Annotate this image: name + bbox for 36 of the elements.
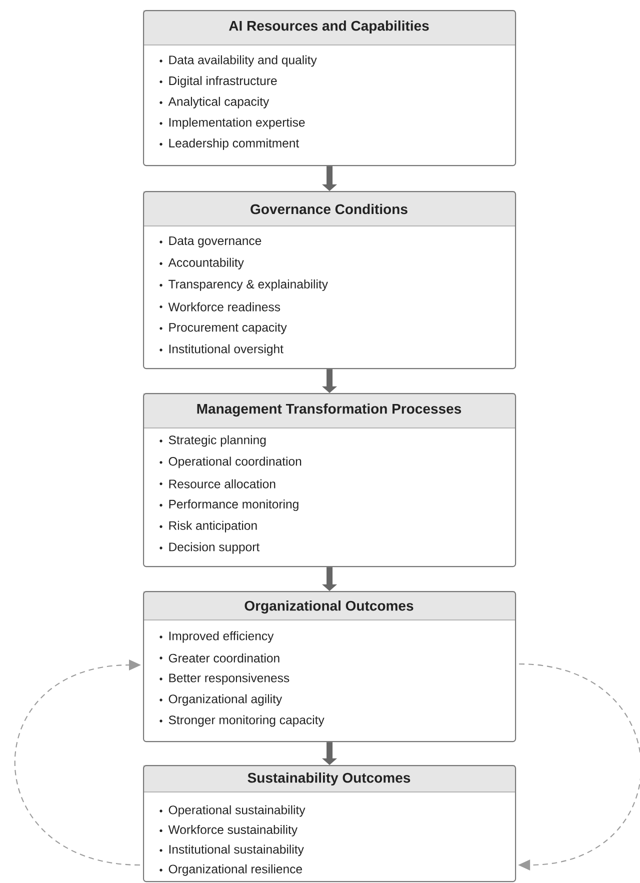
list-item: Risk anticipation (160, 520, 257, 532)
list-item: Decision support (160, 542, 260, 554)
list-item: Operational coordination (160, 456, 302, 468)
list-item: Performance monitoring (160, 500, 298, 511)
process-box (142, 393, 516, 568)
list-item: Implementation expertise (160, 118, 305, 130)
list-item: Improved efficiency (160, 631, 274, 643)
list-item: Workforce sustainability (160, 825, 298, 836)
list-item: Organizational resilience (160, 864, 302, 876)
list-item: Digital infrastructure (160, 76, 277, 88)
box-heading: Management Transformation Processes (197, 403, 462, 417)
list-item: Data availability and quality (160, 55, 317, 67)
list-item: Institutional sustainability (160, 844, 304, 856)
list-item: Stronger monitoring capacity (160, 715, 324, 727)
box-heading: Sustainability Outcomes (248, 772, 410, 786)
list-item: Strategic planning (160, 435, 266, 447)
list-item: Data governance (160, 236, 262, 248)
process-box (142, 10, 516, 166)
list-item: Analytical capacity (160, 96, 270, 108)
list-item: Resource allocation (160, 479, 276, 488)
list-item: Institutional oversight (160, 344, 284, 356)
box-heading: Organizational Outcomes (244, 600, 414, 614)
list-item: Workforce readiness (160, 302, 280, 312)
process-box (142, 191, 516, 370)
list-item: Accountability (160, 258, 244, 270)
list-item: Leadership commitment (160, 138, 300, 150)
box-heading: AI Resources and Capabilities (229, 20, 429, 34)
process-box (142, 765, 516, 882)
box-heading: Governance Conditions (250, 204, 408, 214)
process-box (142, 591, 516, 742)
list-item: Greater coordination (160, 654, 280, 663)
list-item: Organizational agility (160, 694, 282, 706)
list-item: Better responsiveness (160, 673, 290, 685)
list-item: Transparency & explainability (160, 280, 328, 291)
list-item: Operational sustainability (160, 805, 306, 817)
list-item: Procurement capacity (160, 322, 287, 334)
